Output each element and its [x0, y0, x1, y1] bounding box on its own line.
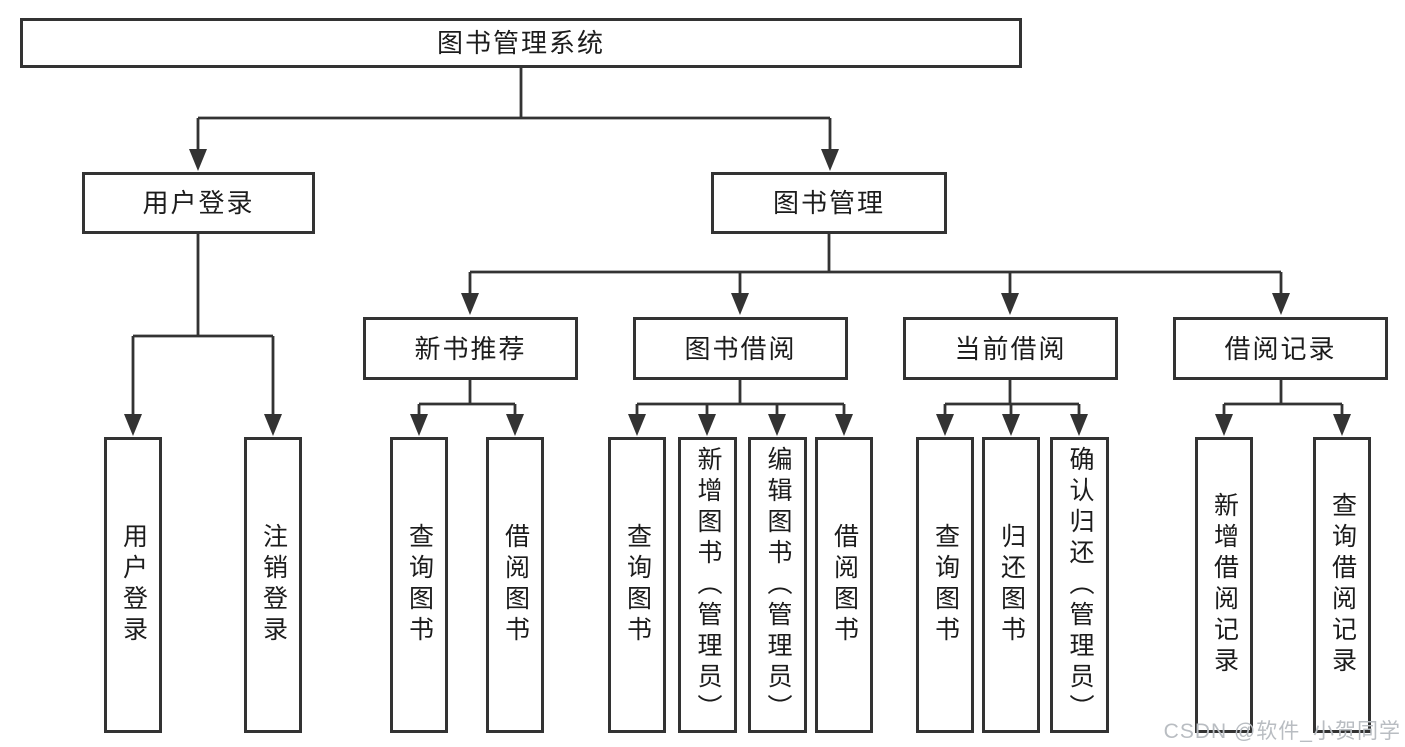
connector-book-borrow-group [635, 380, 846, 418]
node-label: 借阅图书 [501, 523, 530, 647]
node-label: 借阅记录 [1224, 333, 1337, 364]
node-label: 新增图书（管理员） [694, 445, 722, 725]
leaf-query-borrow-record: 查询借阅记录 [1313, 437, 1371, 733]
arrowheads [124, 149, 1351, 436]
arrowhead [698, 414, 716, 436]
connector-book-management-to-level3 [468, 234, 1283, 296]
node-user-login-branch: 用户登录 [82, 172, 315, 234]
node-label: 图书管理 [772, 188, 885, 218]
node-new-book-recommendation: 新书推荐 [363, 317, 578, 380]
arrowhead [1215, 414, 1233, 436]
arrowhead [410, 414, 428, 436]
node-book-borrowing: 图书借阅 [633, 317, 848, 380]
node-label: 用户登录 [142, 188, 255, 218]
csdn-watermark: CSDN @软件_小贺同学 [1163, 720, 1401, 743]
node-label: 归还图书 [997, 523, 1026, 647]
node-label: 用户登录 [119, 523, 148, 647]
leaf-logout: 注销登录 [244, 437, 302, 733]
node-current-borrowing: 当前借阅 [903, 317, 1118, 380]
leaf-return-book: 归还图书 [982, 437, 1040, 733]
arrowhead [264, 414, 282, 436]
connector-current-borrow-group [943, 380, 1081, 418]
connector-root-to-level2 [196, 68, 832, 152]
connector-user-login-to-leaves [131, 234, 275, 418]
node-label: 查询图书 [405, 523, 434, 647]
node-label: 新书推荐 [414, 333, 527, 364]
arrowhead [189, 149, 207, 171]
node-library-management-system: 图书管理系统 [20, 18, 1022, 68]
leaf-query-books-current: 查询图书 [916, 437, 974, 733]
arrowhead [124, 414, 142, 436]
leaf-edit-book-admin: 编辑图书（管理员） [748, 437, 807, 733]
node-label: 查询图书 [931, 523, 960, 647]
node-label: 借阅图书 [830, 523, 859, 647]
leaf-add-borrow-record: 新增借阅记录 [1195, 437, 1253, 733]
node-label: 确认归还（管理员） [1066, 445, 1094, 725]
arrowhead [628, 414, 646, 436]
arrowhead [1001, 293, 1019, 315]
arrowhead [731, 293, 749, 315]
node-book-management: 图书管理 [711, 172, 947, 234]
arrowhead [1333, 414, 1351, 436]
leaf-add-book-admin: 新增图书（管理员） [678, 437, 737, 733]
arrowhead [821, 149, 839, 171]
arrowhead [1272, 293, 1290, 315]
leaf-confirm-return-admin: 确认归还（管理员） [1050, 437, 1109, 733]
leaf-user-login: 用户登录 [104, 437, 162, 733]
arrowhead [936, 414, 954, 436]
node-label: 查询图书 [623, 523, 652, 647]
node-label: 编辑图书（管理员） [764, 445, 792, 725]
arrowhead [506, 414, 524, 436]
node-borrowing-records: 借阅记录 [1173, 317, 1388, 380]
arrowhead [1002, 414, 1020, 436]
connector-borrow-record-group [1222, 380, 1344, 418]
node-label: 注销登录 [259, 523, 288, 647]
node-label: 新增借阅记录 [1210, 492, 1239, 678]
node-label: 图书借阅 [684, 333, 797, 364]
node-label: 图书管理系统 [436, 28, 605, 58]
node-label: 查询借阅记录 [1328, 492, 1357, 678]
arrowhead [768, 414, 786, 436]
arrowhead [461, 293, 479, 315]
arrowhead [835, 414, 853, 436]
connector-new-book-group [417, 380, 517, 418]
leaf-query-books-recommend: 查询图书 [390, 437, 448, 733]
arrowhead [1070, 414, 1088, 436]
node-label: 当前借阅 [954, 333, 1067, 364]
leaf-borrow-books: 借阅图书 [815, 437, 873, 733]
leaf-borrow-books-recommend: 借阅图书 [486, 437, 544, 733]
leaf-query-books-borrowing: 查询图书 [608, 437, 666, 733]
